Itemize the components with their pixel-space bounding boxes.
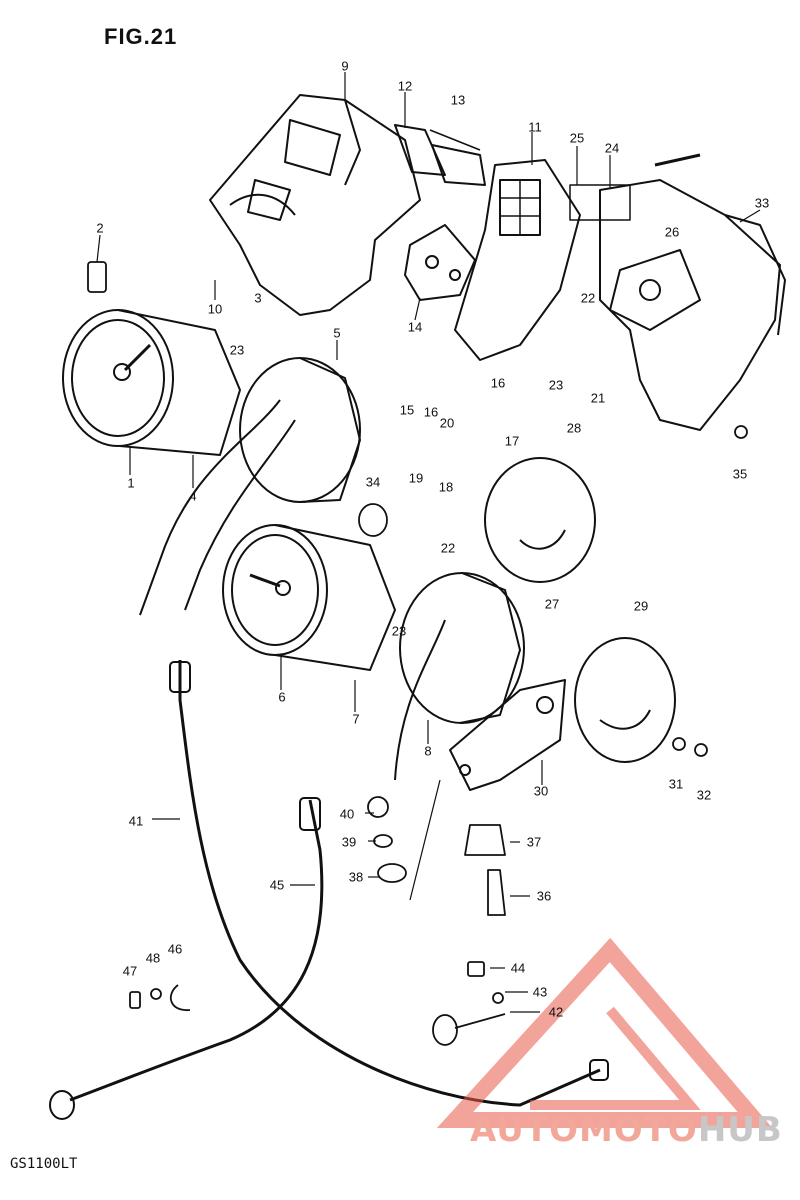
lamp-bracket [404,224,476,301]
part-label: 18 [438,479,454,495]
part-label: 35 [732,466,748,482]
part-label: 16 [423,404,439,420]
part-label: 27 [544,596,560,612]
part-label: 8 [424,743,432,759]
part-label: 44 [510,960,526,976]
part-label: 36 [536,888,552,904]
part-label: 23 [391,623,407,639]
part-label: 10 [207,301,223,317]
part-label: 45 [269,877,285,893]
tachometer-cover [394,572,525,781]
part-label: 17 [504,433,520,449]
indicator-panel [394,124,486,186]
part-label: 12 [397,78,413,94]
part-label: 31 [668,776,684,792]
speedometer-cover [239,357,361,503]
plate-29 [574,637,676,763]
watermark-text: AUTOMOTOHUB [470,1110,783,1150]
part-label: 43 [532,984,548,1000]
part-label: 9 [341,58,349,74]
watermark-logo-mark [436,937,773,1128]
part-label: 15 [399,402,415,418]
part-label: 23 [548,377,564,393]
tachometer [222,524,396,671]
part-label: 22 [580,290,596,306]
meter-housing-upper [209,94,421,316]
part-label: 34 [365,474,381,490]
part-label: 13 [450,92,466,108]
speedometer-wires [139,399,296,616]
part-label: 7 [352,711,360,727]
part-label: 2 [96,220,104,236]
part-label: 4 [189,488,197,504]
tachometer-cable [49,797,324,1120]
small-hardware [87,261,748,1046]
part-label: 28 [566,420,582,436]
indicator-housing [454,159,581,361]
watermark-text-part2: HUB [697,1110,783,1150]
part-label: 29 [633,598,649,614]
speedometer-cable [169,660,609,1107]
part-label: 25 [569,130,585,146]
mounting-bracket [449,679,566,791]
part-label: 38 [348,869,364,885]
part-label: 37 [526,834,542,850]
part-label: 16 [490,375,506,391]
part-label: 46 [167,941,183,957]
part-label: 1 [127,475,135,491]
part-label: 39 [341,834,357,850]
part-label: 24 [604,140,620,156]
part-label: 3 [254,290,262,306]
part-label: 33 [754,195,770,211]
meter-housing-right [569,153,786,431]
plate-28 [484,457,596,583]
part-label: 23 [229,342,245,358]
watermark-text-part1: AUTOMOTO [470,1110,698,1150]
part-label: 5 [333,325,341,341]
part-label: 20 [439,415,455,431]
part-label: 41 [128,813,144,829]
part-label: 19 [408,470,424,486]
leader-lines [96,72,761,1013]
figure-title: FIG.21 [104,24,178,49]
model-code: GS1100LT [10,1156,78,1172]
part-label: 42 [548,1004,564,1020]
part-label: 26 [664,224,680,240]
part-label: 22 [440,540,456,556]
part-label: 6 [278,689,286,705]
part-label: 30 [533,783,549,799]
part-label: 11 [528,119,542,135]
part-label: 40 [339,806,355,822]
part-label: 32 [696,787,712,803]
part-label: 47 [122,963,138,979]
part-label: 48 [145,950,161,966]
part-label: 14 [407,319,423,335]
speedometer [62,309,241,456]
part-label: 21 [590,390,606,406]
